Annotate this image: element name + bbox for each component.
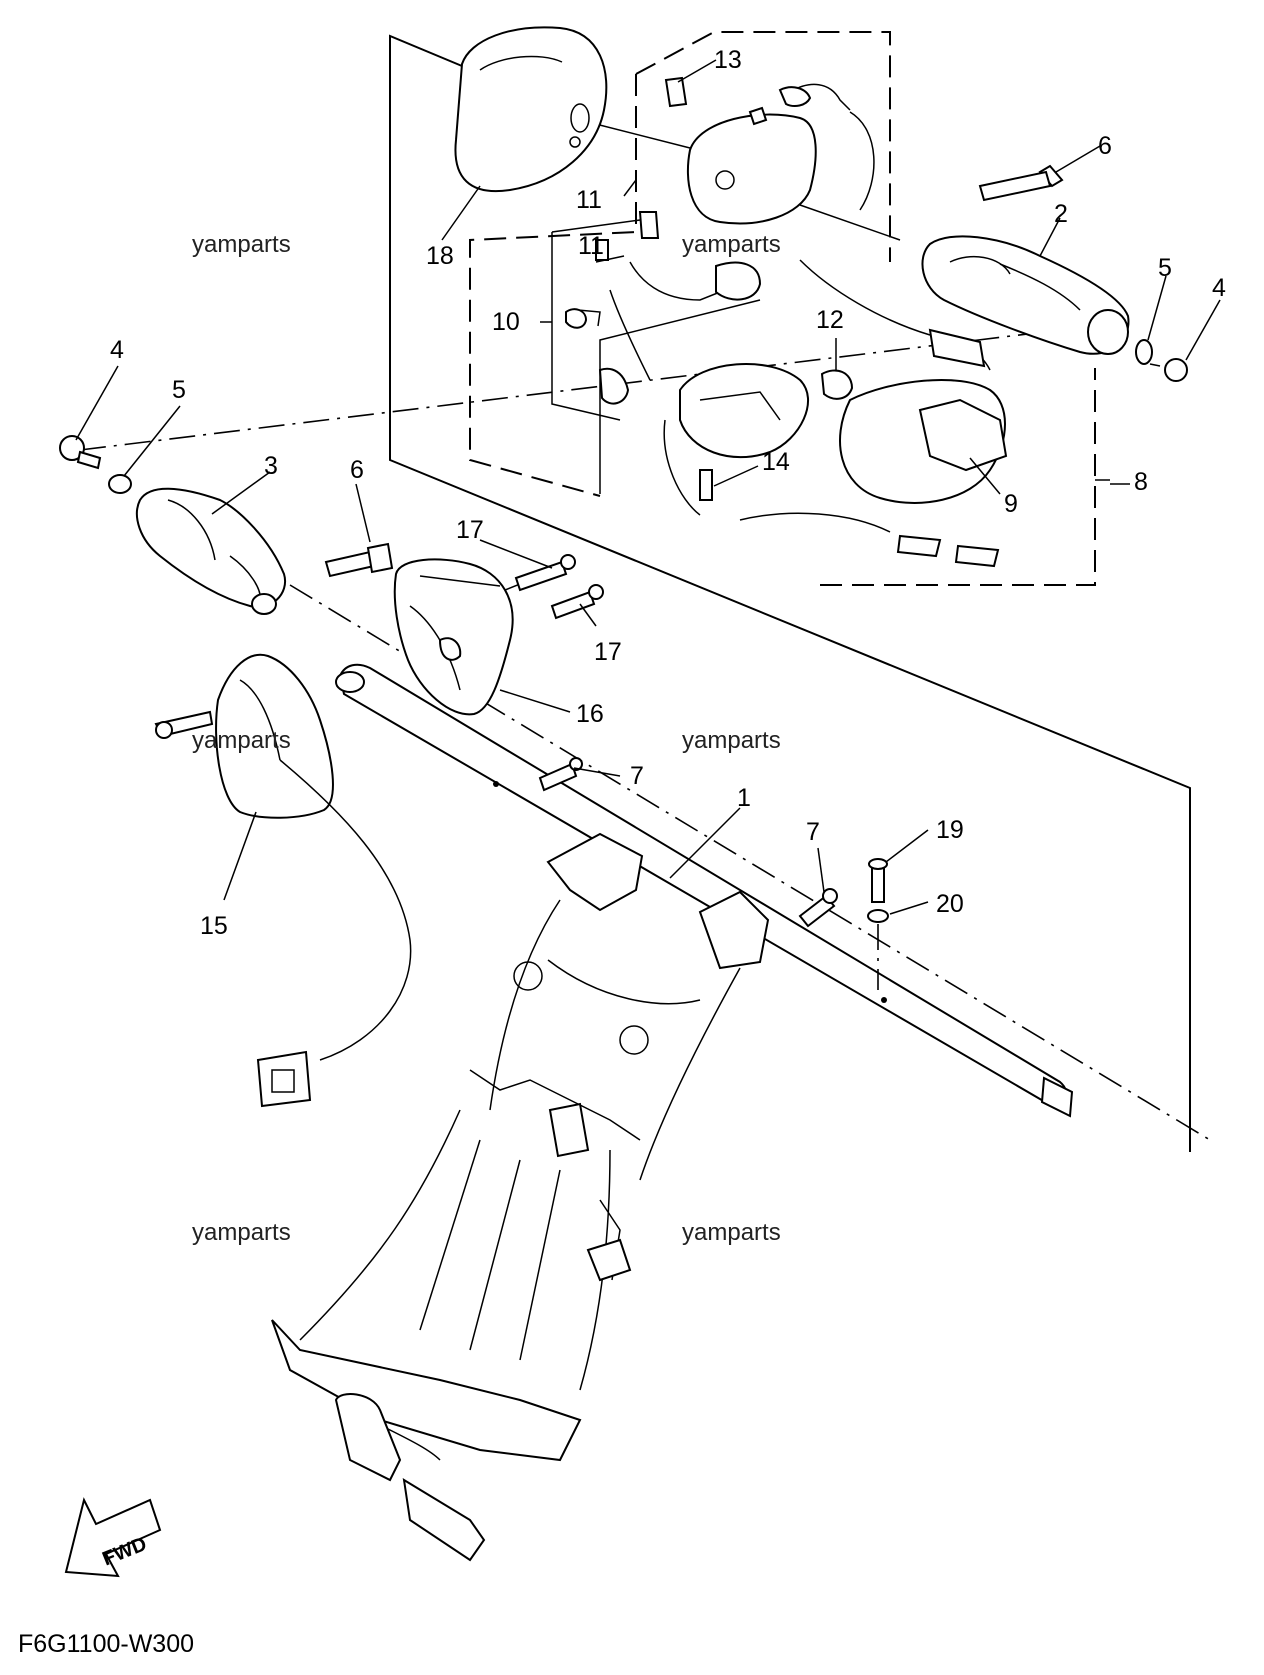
washer-5-left [108,474,132,494]
washer-5-right [1135,339,1153,365]
callout-4-left: 4 [110,336,124,364]
callout-11-a: 11 [576,186,602,214]
screw-17-b [550,584,604,620]
steering-column [271,832,770,1562]
screw-7-a [538,757,583,792]
callout-5-right: 5 [1158,254,1172,282]
callouts: 1 2 3 4 4 5 5 6 6 7 7 8 9 10 11 11 12 13… [110,46,1226,940]
bolt-4-right [1149,358,1188,382]
drawing-code: F6G1100-W300 [18,1630,194,1658]
screw-6-left [324,542,394,578]
callout-15: 15 [200,912,228,940]
switch-internals [551,211,1000,568]
watermark: yamparts [682,231,781,258]
callout-17-b: 17 [594,638,622,666]
callout-12: 12 [816,306,844,334]
callout-11-b: 11 [578,232,604,260]
grip-right-2 [921,235,1130,355]
grip-left-3 [135,487,287,615]
watermark: yamparts [682,727,781,754]
callout-2: 2 [1054,200,1068,228]
callout-4-right: 4 [1212,274,1226,302]
switch-housing-9 [799,259,1008,504]
callout-5-left: 5 [172,376,186,404]
callout-19: 19 [936,816,964,844]
callout-7-a: 7 [630,762,644,790]
leader-lines [75,59,1221,915]
callout-3: 3 [264,452,278,480]
callout-16: 16 [576,700,604,728]
callout-6-left: 6 [350,456,364,484]
callout-14: 14 [762,448,790,476]
screw-6-right [978,164,1064,202]
watermark: yamparts [192,231,291,258]
watermark: yamparts [192,1219,291,1246]
fwd-arrow: FWD [64,1497,162,1578]
callout-9: 9 [1004,490,1018,518]
screw-19 [868,858,888,903]
assembly-outline [389,31,1191,1152]
callout-8: 8 [1134,468,1148,496]
callout-10: 10 [492,308,520,336]
washer-20 [867,909,889,990]
callout-7-b: 7 [806,818,820,846]
callout-1: 1 [737,784,751,812]
switch-housing-upper [664,76,875,225]
watermark: yamparts [192,727,291,754]
callout-6-right: 6 [1098,132,1112,160]
switch-housing-16 [393,558,514,716]
handlebar-1 [335,663,1074,1118]
screw-7-b [798,888,838,928]
throttle-15 [154,653,412,1108]
screw-17-a [514,554,576,592]
callout-20: 20 [936,890,964,918]
arrow-icon [64,1497,162,1578]
callout-18: 18 [426,242,454,270]
watermarks: yamparts yamparts yamparts yamparts yamp… [192,231,781,1246]
watermark: yamparts [682,1219,781,1246]
callout-13: 13 [714,46,742,74]
bolt-4-left [59,435,102,470]
switch-cover-18 [454,26,608,193]
callout-17-a: 17 [456,516,484,544]
